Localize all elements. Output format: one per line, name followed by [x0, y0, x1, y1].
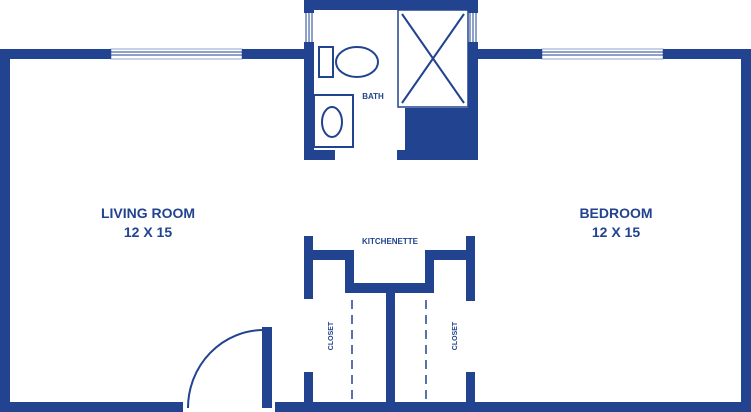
window-bath-left — [305, 13, 313, 42]
bath-wall-bottom-left — [304, 150, 335, 160]
toilet-tank — [318, 46, 334, 78]
closet-right-label: CLOSET — [452, 321, 459, 350]
window-bedroom — [541, 48, 664, 60]
kitchen-wall-l-v — [345, 250, 354, 293]
kitchen-wall-r-h — [425, 250, 475, 260]
shower — [397, 9, 469, 108]
bath-wall-left — [304, 42, 314, 160]
closet-left-label: CLOSET — [328, 321, 335, 350]
wall-left — [0, 49, 10, 412]
living-room-size: 12 X 15 — [124, 224, 172, 240]
wall-top-right-2 — [663, 49, 751, 59]
kitchen-wall-r-v — [425, 250, 434, 293]
windows — [110, 13, 664, 60]
bath-wall-top — [304, 0, 478, 10]
kitchen-wall-l-h — [304, 250, 354, 260]
window-bath-right — [469, 13, 477, 42]
bath-wall-right-top — [468, 0, 478, 13]
bath-wall-left-top — [304, 0, 314, 13]
bath-label: BATH — [362, 92, 384, 101]
wall-bottom-left — [0, 402, 183, 412]
bedroom-size: 12 X 15 — [592, 224, 640, 240]
toilet-bowl — [335, 46, 379, 78]
wall-top-left — [0, 49, 111, 59]
wall-right — [741, 49, 751, 412]
wall-top-left-2 — [242, 49, 308, 59]
door-swing-arc — [187, 329, 265, 409]
window-living-room — [110, 48, 243, 60]
sink-basin — [321, 106, 343, 138]
bath-wall-right — [468, 42, 478, 160]
kitchen-wall-left — [304, 236, 313, 299]
kitchen-counter-wall — [345, 283, 434, 293]
wall-bottom-right — [275, 402, 751, 412]
entry-door[interactable] — [262, 327, 272, 408]
living-room-label: LIVING ROOM — [101, 205, 195, 221]
closet-stub-left — [304, 372, 313, 404]
kitchenette-label: KITCHENETTE — [362, 237, 419, 246]
closet-stub-right — [466, 372, 475, 404]
kitchen-wall-right — [466, 236, 475, 301]
sink-cabinet — [313, 94, 354, 148]
closet-divider-wall — [386, 292, 395, 404]
bedroom-label: BEDROOM — [579, 205, 652, 221]
wall-top-right — [474, 49, 542, 59]
bath-storage-block — [405, 108, 475, 158]
